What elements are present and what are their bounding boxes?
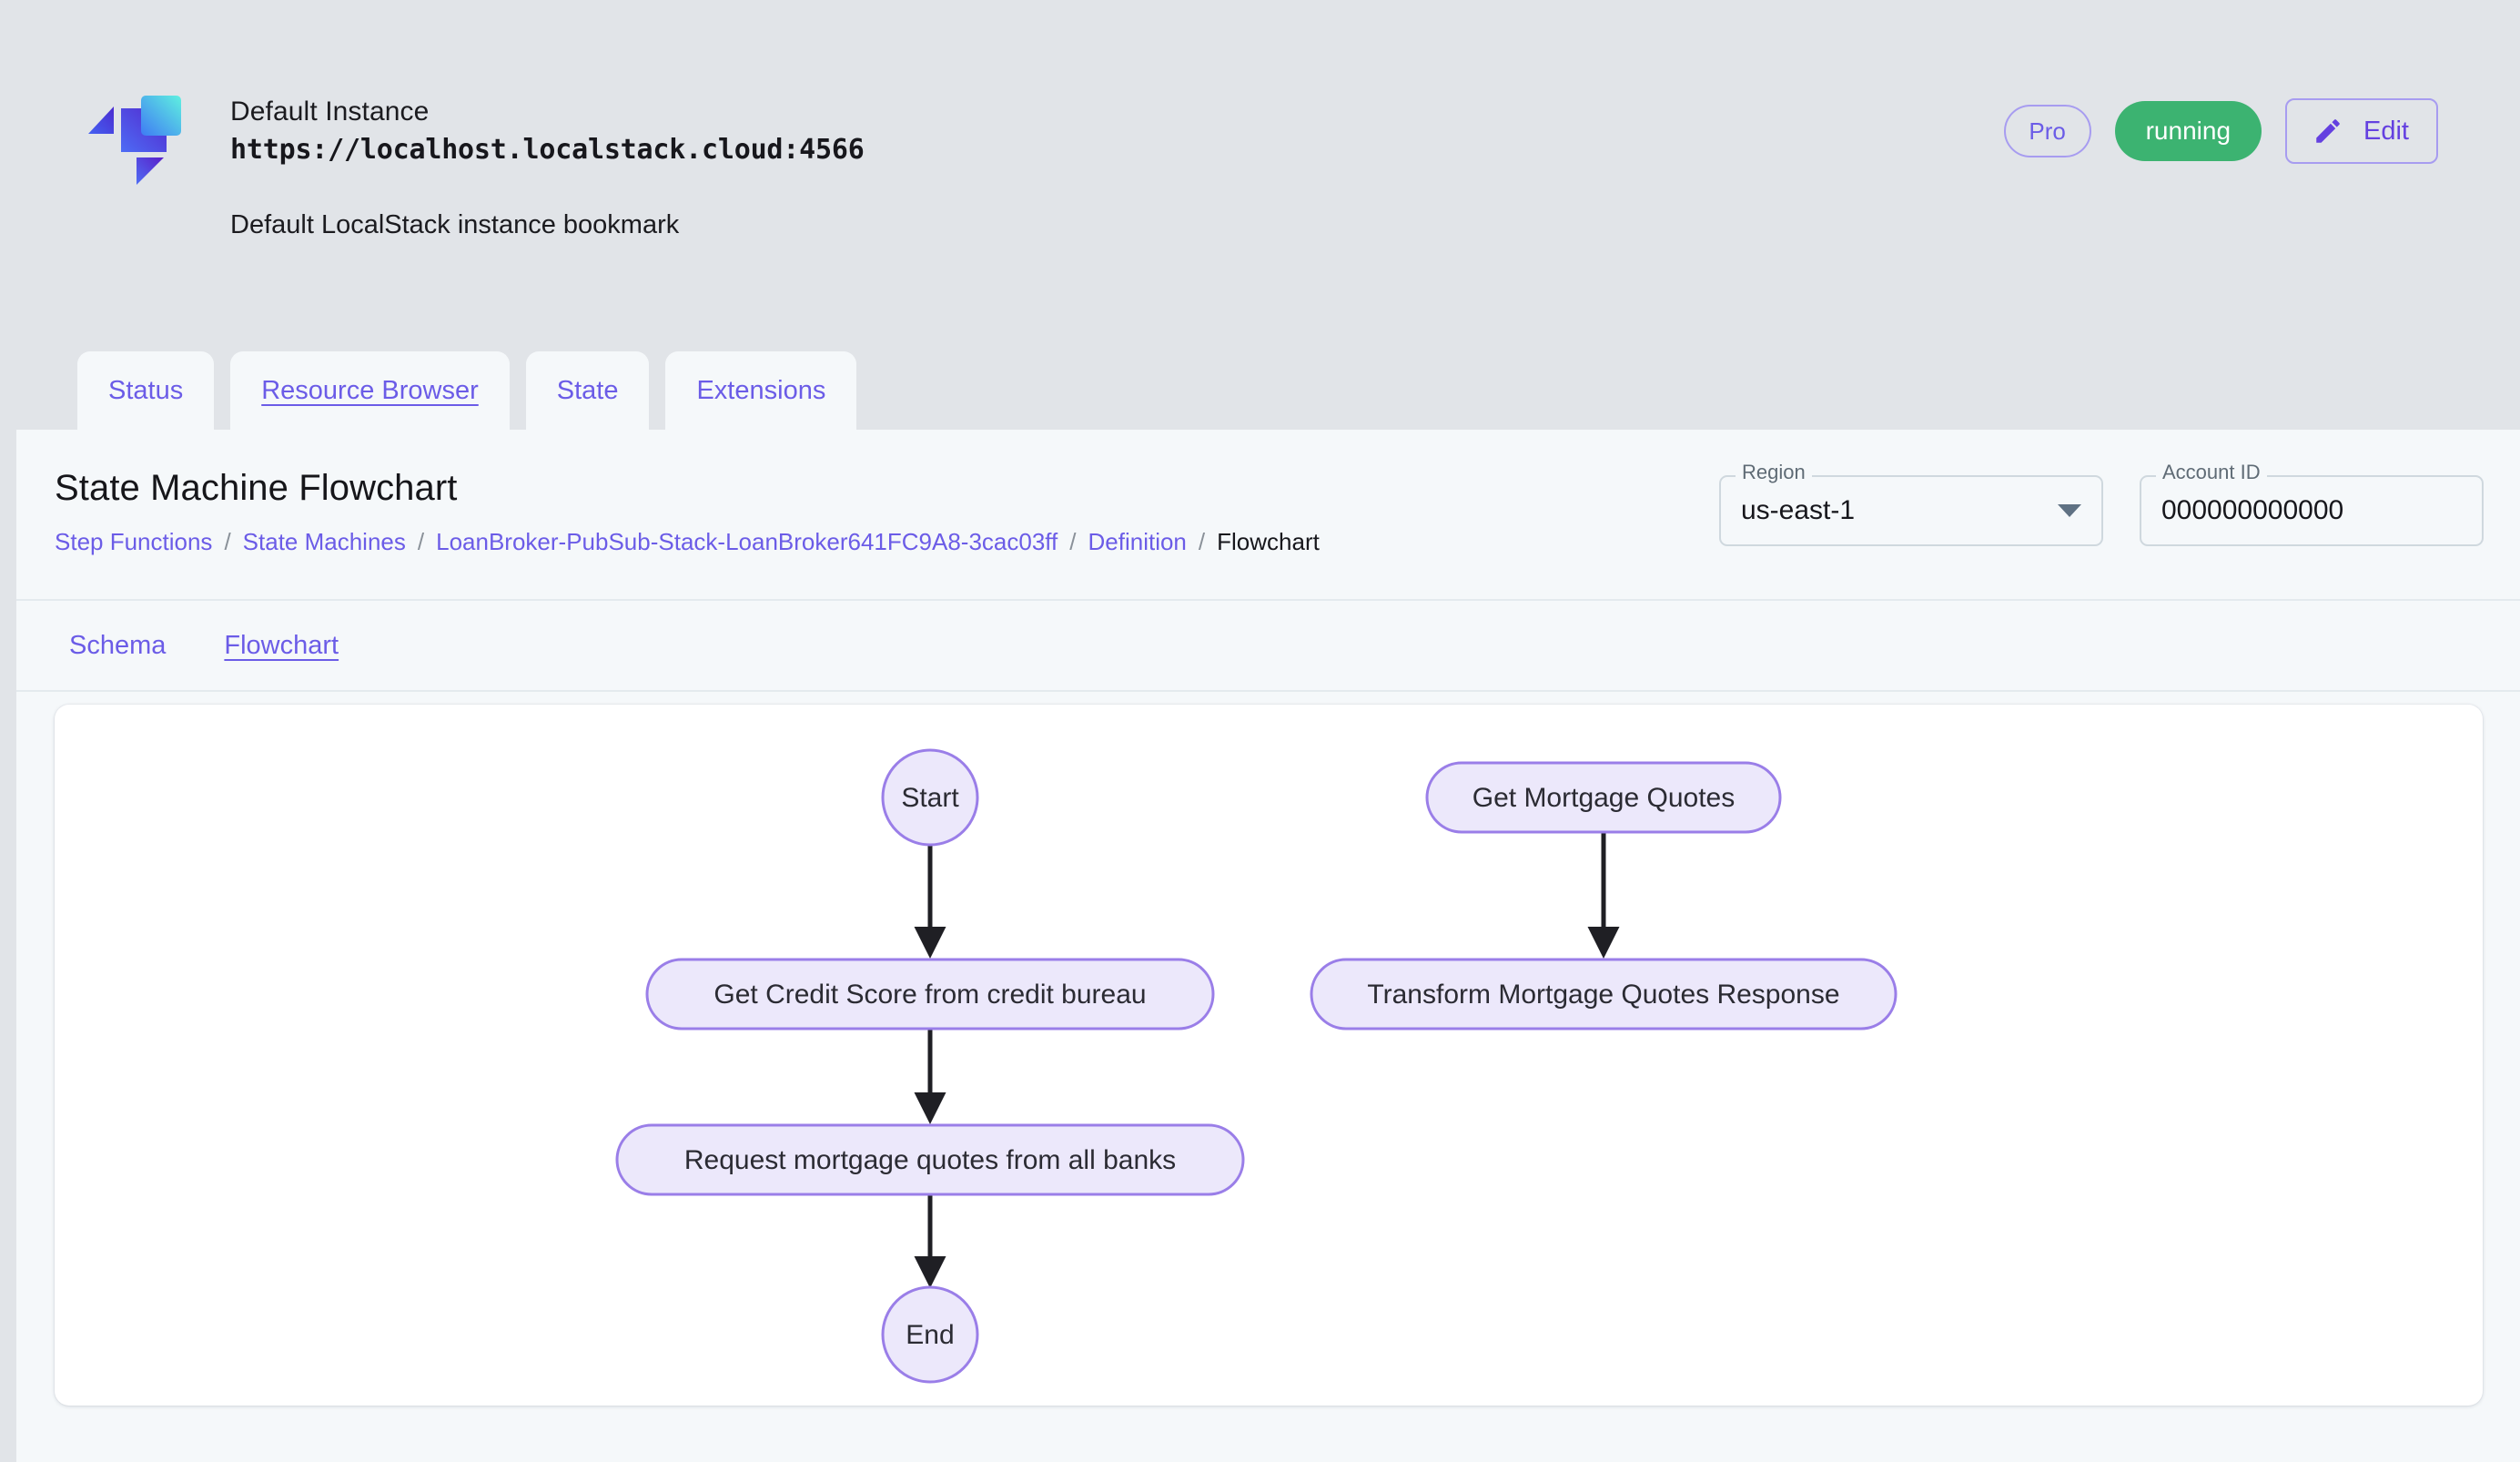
tab-extensions[interactable]: Extensions xyxy=(665,351,857,430)
flow-node-get-mortgage-quotes-label: Get Mortgage Quotes xyxy=(1473,783,1736,813)
pro-chip[interactable]: Pro xyxy=(2003,105,2091,157)
region-value: us-east-1 xyxy=(1741,495,1856,525)
tab-status[interactable]: Status xyxy=(77,351,215,430)
content-panel: State Machine Flowchart Step Functions /… xyxy=(16,430,2520,1462)
breadcrumb-item-step-functions[interactable]: Step Functions xyxy=(55,528,213,555)
breadcrumb-item-flowchart: Flowchart xyxy=(1217,528,1320,555)
breadcrumb: Step Functions / State Machines / LoanBr… xyxy=(55,528,1320,556)
tab-state[interactable]: State xyxy=(525,351,650,430)
flow-node-transform-mortgage-quotes-response[interactable]: Transform Mortgage Quotes Response xyxy=(1310,958,1898,1031)
breadcrumb-item-state-machines[interactable]: State Machines xyxy=(242,528,406,555)
flow-node-get-credit-score[interactable]: Get Credit Score from credit bureau xyxy=(645,958,1215,1031)
flow-node-get-mortgage-quotes[interactable]: Get Mortgage Quotes xyxy=(1425,761,1782,834)
subnav-link-schema[interactable]: Schema xyxy=(69,630,167,660)
account-id-field[interactable]: Account ID 000000000000 xyxy=(2140,462,2484,546)
breadcrumb-separator: / xyxy=(1198,528,1206,555)
account-id-label: Account ID xyxy=(2156,462,2267,482)
flow-edges xyxy=(914,832,1620,1288)
tab-resource-browser-label: Resource Browser xyxy=(261,375,479,405)
instance-url: https://localhost.localstack.cloud:4566 xyxy=(230,133,865,166)
state-machine-flowchart[interactable]: Start Get Credit Score from credit burea… xyxy=(55,705,2483,1406)
instance-header: Default Instance https://localhost.local… xyxy=(0,0,2520,430)
tab-state-label: State xyxy=(556,375,619,405)
flow-node-end-label: End xyxy=(906,1320,954,1350)
edit-button-label: Edit xyxy=(2363,116,2409,146)
instance-name: Default Instance xyxy=(230,96,430,127)
instance-tabs: Status Resource Browser State Extensions xyxy=(77,351,857,430)
instance-description: Default LocalStack instance bookmark xyxy=(230,210,680,240)
breadcrumb-separator: / xyxy=(224,528,231,555)
header-actions: Pro running Edit xyxy=(2003,98,2438,164)
instance-identity: Default Instance https://localhost.local… xyxy=(86,86,865,240)
instance-text-block: Default Instance https://localhost.local… xyxy=(230,86,865,240)
breadcrumb-separator: / xyxy=(1069,528,1077,555)
region-select[interactable]: Region us-east-1 xyxy=(1719,462,2103,546)
account-id-value: 000000000000 xyxy=(2161,495,2344,525)
edit-button[interactable]: Edit xyxy=(2285,98,2438,164)
resource-subnav: Schema Flowchart xyxy=(16,601,2520,692)
breadcrumb-separator: / xyxy=(417,528,425,555)
flow-node-start[interactable]: Start xyxy=(881,748,979,847)
region-label: Region xyxy=(1736,462,1812,482)
status-badge: running xyxy=(2114,101,2262,161)
tab-resource-browser[interactable]: Resource Browser xyxy=(230,351,510,430)
subnav-link-flowchart[interactable]: Flowchart xyxy=(224,630,339,660)
localstack-logo-icon xyxy=(86,86,188,188)
tab-status-label: Status xyxy=(108,375,184,405)
flow-node-get-credit-score-label: Get Credit Score from credit bureau xyxy=(713,980,1146,1010)
flowchart-card: Start Get Credit Score from credit burea… xyxy=(55,705,2483,1406)
flow-node-request-mortgage-quotes-label: Request mortgage quotes from all banks xyxy=(684,1145,1176,1175)
flow-node-end[interactable]: End xyxy=(881,1285,979,1384)
flow-node-transform-mortgage-quotes-response-label: Transform Mortgage Quotes Response xyxy=(1367,980,1839,1010)
scope-fields: Region us-east-1 Account ID 000000000000 xyxy=(1719,462,2484,546)
flow-node-request-mortgage-quotes[interactable]: Request mortgage quotes from all banks xyxy=(615,1123,1245,1196)
pencil-icon xyxy=(2313,116,2343,147)
page-header: State Machine Flowchart Step Functions /… xyxy=(16,430,2520,601)
chevron-down-icon[interactable] xyxy=(2058,504,2081,517)
breadcrumb-item-definition[interactable]: Definition xyxy=(1088,528,1187,555)
breadcrumb-item-state-machine-name[interactable]: LoanBroker-PubSub-Stack-LoanBroker641FC9… xyxy=(436,528,1058,555)
flow-node-start-label: Start xyxy=(901,783,959,813)
tab-extensions-label: Extensions xyxy=(696,375,826,405)
page-title: State Machine Flowchart xyxy=(55,468,458,508)
